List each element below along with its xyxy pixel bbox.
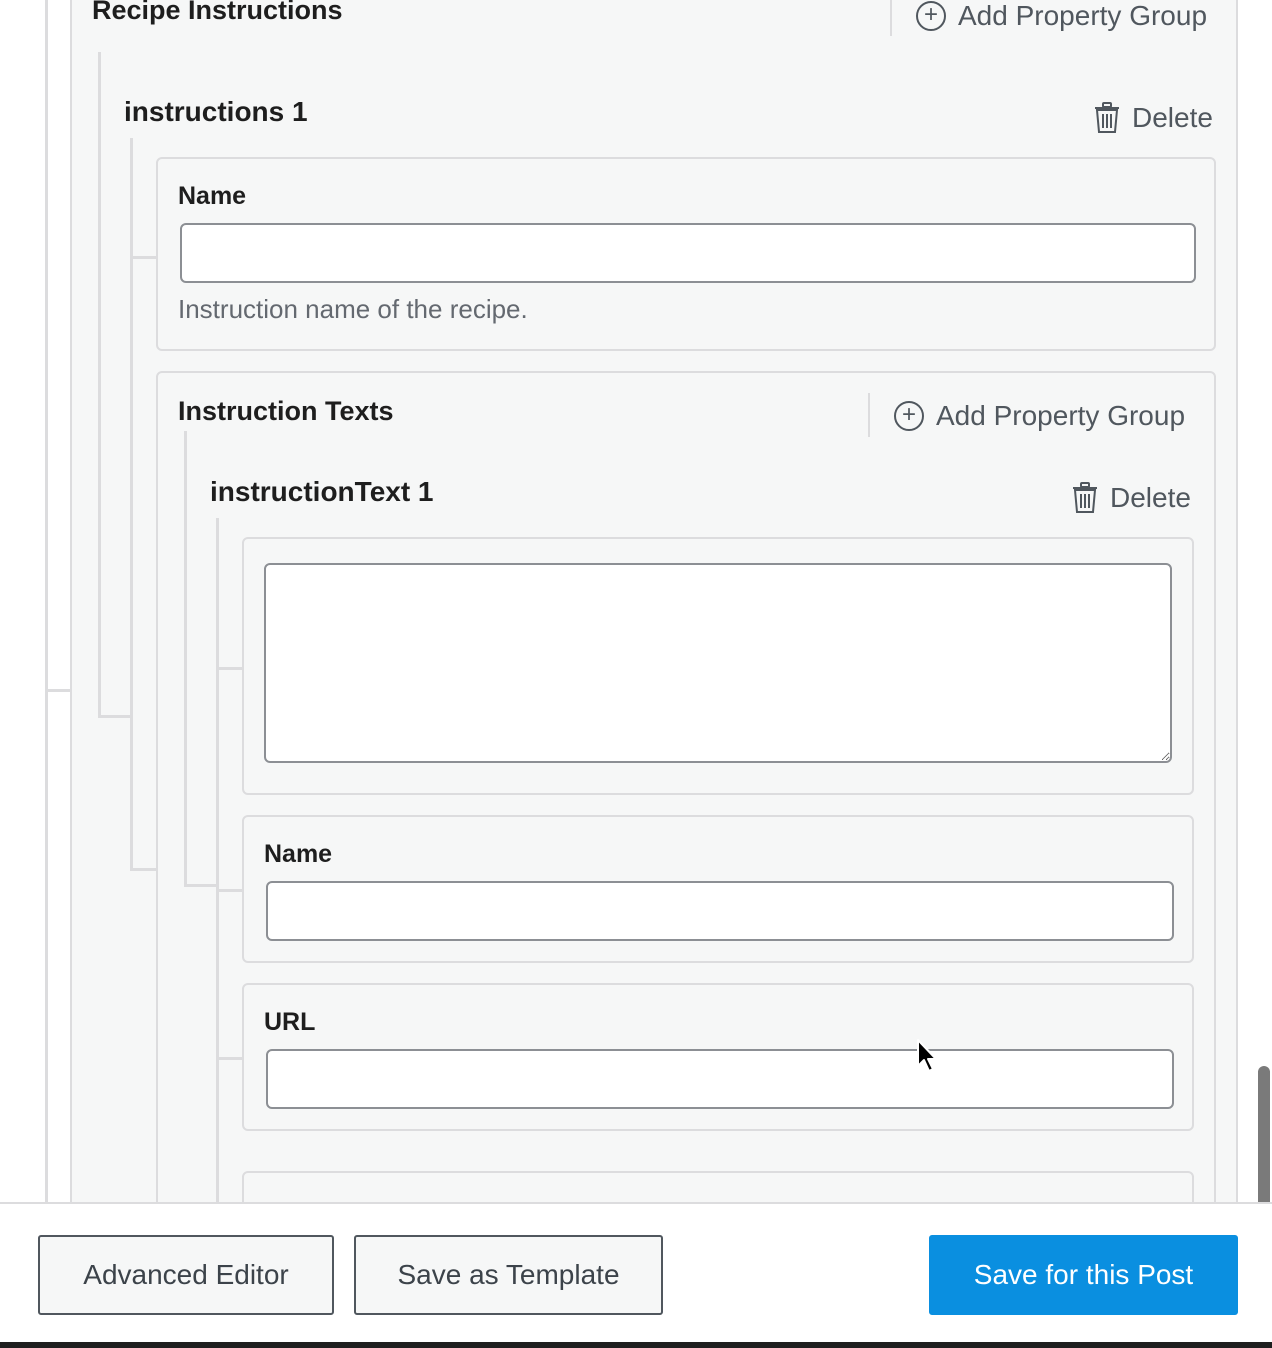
instruction-text-name-label: Name bbox=[264, 840, 333, 868]
tree-branch-name-2 bbox=[216, 889, 244, 892]
tree-line-root bbox=[45, 0, 48, 1202]
add-property-group-texts-button[interactable]: + Add Property Group bbox=[894, 400, 1185, 432]
tree-branch-url bbox=[216, 1057, 244, 1060]
trash-icon bbox=[1073, 482, 1097, 513]
instructions-item-title: instructions 1 bbox=[124, 96, 308, 127]
texts-header-separator bbox=[868, 393, 870, 437]
instruction-text-url-input[interactable] bbox=[266, 1049, 1174, 1109]
tree-branch-root bbox=[45, 689, 71, 692]
advanced-editor-button[interactable]: Advanced Editor bbox=[38, 1235, 334, 1315]
footer-bar: Advanced Editor Save as Template Save fo… bbox=[0, 1202, 1272, 1342]
editor-scroll-area[interactable]: Recipe Instructions + Add Property Group… bbox=[0, 0, 1272, 1202]
instruction-text-textarea[interactable] bbox=[264, 563, 1172, 763]
name-field-label: Name bbox=[178, 182, 247, 210]
tree-branch-level-1 bbox=[98, 715, 132, 718]
tree-line-level-4 bbox=[216, 518, 219, 1202]
save-as-template-button[interactable]: Save as Template bbox=[354, 1235, 663, 1315]
delete-instructions-button[interactable]: Delete bbox=[1094, 102, 1213, 134]
delete-label: Delete bbox=[1132, 102, 1213, 133]
recipe-instructions-title: Recipe Instructions bbox=[92, 0, 343, 25]
tree-branch-level-3 bbox=[184, 884, 218, 887]
header-separator bbox=[890, 0, 892, 36]
window-bottom-border bbox=[0, 1342, 1272, 1348]
plus-circle-icon: + bbox=[894, 401, 924, 431]
instruction-text-name-input[interactable] bbox=[266, 881, 1174, 941]
mouse-cursor-icon bbox=[917, 1039, 937, 1072]
tree-line-level-2 bbox=[130, 138, 133, 871]
tree-branch-name bbox=[130, 256, 158, 259]
instruction-name-input[interactable] bbox=[180, 223, 1196, 283]
name-field-help: Instruction name of the recipe. bbox=[178, 294, 528, 324]
instruction-text-url-label: URL bbox=[264, 1008, 316, 1036]
instruction-text-item-title: instructionText 1 bbox=[210, 476, 434, 507]
tree-branch-texts bbox=[130, 868, 158, 871]
add-property-group-button[interactable]: + Add Property Group bbox=[916, 0, 1207, 32]
save-for-this-post-button[interactable]: Save for this Post bbox=[929, 1235, 1238, 1315]
tree-line-level-1 bbox=[98, 52, 101, 718]
add-property-group-label: Add Property Group bbox=[936, 400, 1186, 431]
tree-line-level-3 bbox=[184, 431, 187, 887]
tree-branch-text bbox=[216, 667, 244, 670]
delete-instruction-text-button[interactable]: Delete bbox=[1072, 482, 1191, 514]
add-property-group-label: Add Property Group bbox=[958, 0, 1208, 31]
trash-icon bbox=[1095, 102, 1119, 133]
instruction-texts-title: Instruction Texts bbox=[178, 396, 394, 426]
delete-label: Delete bbox=[1110, 482, 1191, 513]
next-field-panel bbox=[242, 1171, 1194, 1202]
plus-circle-icon: + bbox=[916, 1, 946, 31]
